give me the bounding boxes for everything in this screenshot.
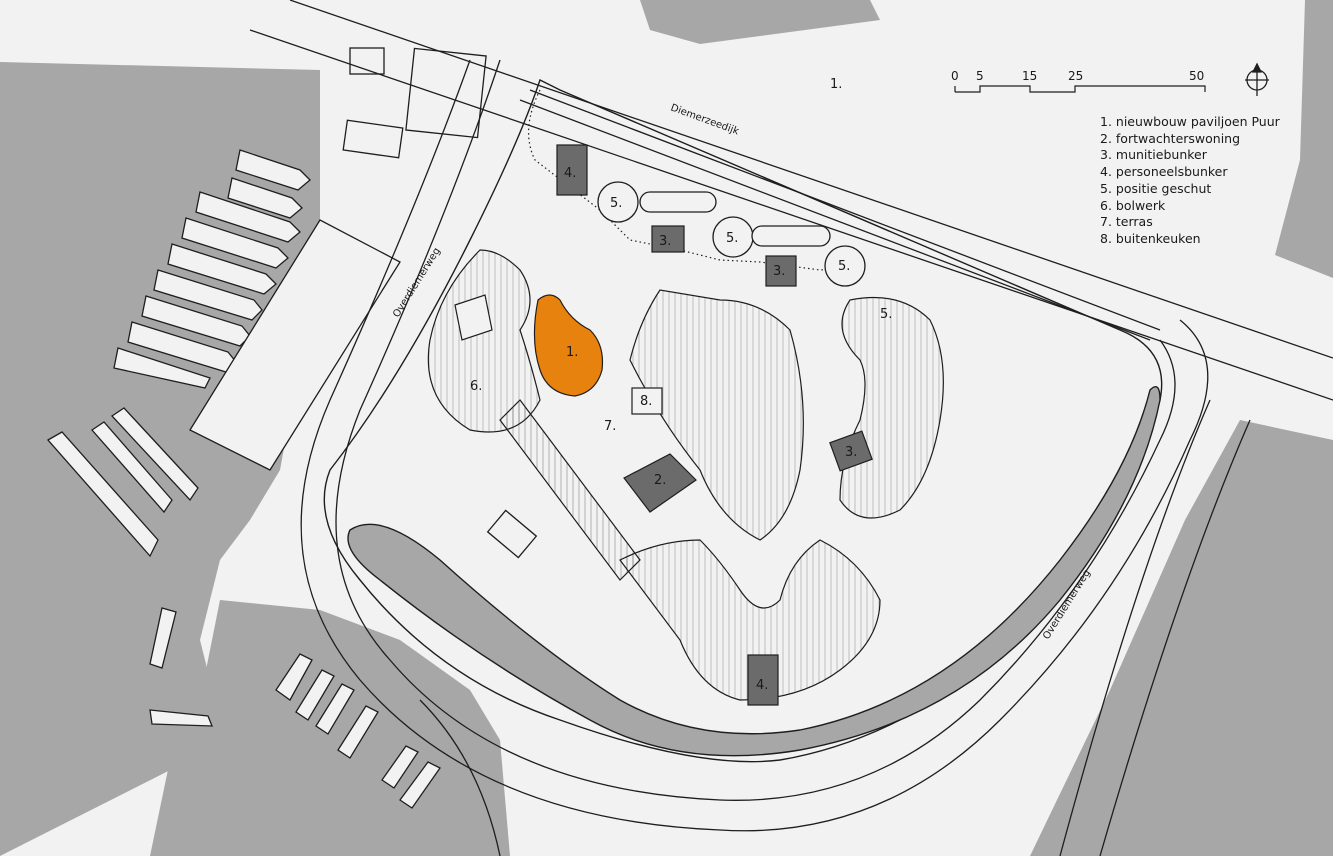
legend-item-1: 1. nieuwbouw paviljoen Puur: [1100, 114, 1280, 129]
bunker-3-east: [765, 255, 797, 287]
gun-positions: [597, 181, 866, 287]
water-northeast: [1275, 0, 1333, 278]
boat: [113, 347, 211, 389]
boat: [181, 217, 289, 269]
road-ring-inner: [335, 59, 1176, 801]
label-6: 6.: [470, 379, 482, 394]
ridge-diagonal: [499, 399, 641, 581]
marina-boats: [46, 149, 441, 809]
scale-tick-50: 50: [1189, 69, 1204, 83]
label-3c: 3.: [845, 445, 857, 460]
label-7: 7.: [604, 419, 616, 434]
scale-tick-5: 5: [976, 69, 984, 83]
scale-tick-0: 0: [951, 69, 959, 83]
legend-item-5: 5. positie geschut: [1100, 180, 1212, 196]
dike-inner-1: [529, 89, 1161, 331]
bunker-3-west: [651, 225, 685, 253]
scale-tick-15: 15: [1022, 69, 1037, 83]
earthworks: [427, 89, 944, 701]
label-1: 1.: [566, 345, 578, 360]
scale-tick-25: 25: [1068, 69, 1083, 83]
legend-item-2: 2. fortwachterswoning: [1100, 130, 1241, 146]
quay-building: [189, 219, 401, 471]
bunker-4-south: [747, 654, 779, 706]
legend-item-7: 7. terras: [1100, 214, 1153, 230]
quay-small-3: [342, 119, 404, 159]
boat: [46, 431, 159, 558]
gun-position-circle: [824, 245, 866, 287]
boat: [153, 269, 263, 321]
outdoor-kitchen: [631, 387, 663, 415]
boat: [337, 705, 379, 759]
roads: [249, 0, 1333, 856]
embankment-south: [619, 539, 881, 701]
water-north: [640, 0, 880, 44]
label-5b: 5.: [726, 231, 738, 246]
road-east: [1059, 399, 1211, 856]
boat: [275, 653, 313, 701]
label-4a: 4.: [564, 166, 576, 181]
boat: [295, 669, 335, 721]
gun-position-slot: [639, 191, 717, 213]
moat: [347, 386, 1161, 757]
boat: [399, 761, 441, 809]
legend-item-4: 4. personeelsbunker: [1100, 164, 1228, 180]
road-ring-outer: [300, 59, 1209, 832]
bunker-3-southeast: [829, 430, 873, 472]
legend-item-8: 8. buitenkeuken: [1100, 230, 1201, 246]
label-8: 8.: [640, 394, 652, 409]
boat: [149, 709, 213, 727]
legend: 1. nieuwbouw paviljoen Puur 2. fortwacht…: [1100, 114, 1300, 248]
boat: [381, 745, 419, 789]
boat: [91, 421, 173, 514]
gun-position-slot: [751, 225, 831, 247]
pavilion-puur: [533, 294, 604, 397]
embankment-north: [527, 89, 851, 271]
label-3a: 3.: [659, 234, 671, 249]
north-arrow-icon: [1245, 62, 1269, 96]
water-east-right: [1030, 420, 1333, 856]
dike-inner-2: [519, 99, 1151, 341]
dike-road-upper: [289, 0, 1333, 359]
boat: [235, 149, 311, 191]
bastion-entry: [454, 294, 493, 341]
label-2: 2.: [654, 473, 666, 488]
boat: [149, 607, 177, 669]
legend-item-3: 3. munitiebunker: [1100, 147, 1207, 163]
site-outline: [323, 79, 1163, 763]
label-1-top: 1.: [830, 77, 842, 92]
label-4b: 4.: [756, 678, 768, 693]
road-east-2: [1099, 419, 1251, 856]
road-south: [419, 699, 501, 856]
label-5c: 5.: [838, 259, 850, 274]
label-5a: 5.: [610, 196, 622, 211]
embankment-central: [629, 289, 804, 541]
scale-bar: [954, 85, 1206, 93]
boat: [195, 191, 301, 243]
dike-road-lower: [249, 29, 1333, 401]
bunker-4-north: [556, 144, 588, 196]
label-5d: 5.: [880, 307, 892, 322]
boat: [111, 407, 199, 502]
legend-item-6: 6. bolwerk: [1100, 197, 1166, 213]
boat: [167, 243, 277, 295]
keeper-house: [623, 453, 697, 513]
buildings: [556, 144, 873, 706]
label-3b: 3.: [773, 264, 785, 279]
quay-small-4: [486, 509, 538, 559]
boat: [315, 683, 355, 735]
boat: [227, 177, 303, 219]
gun-position-circle: [597, 181, 639, 223]
embankment-east: [839, 296, 944, 519]
